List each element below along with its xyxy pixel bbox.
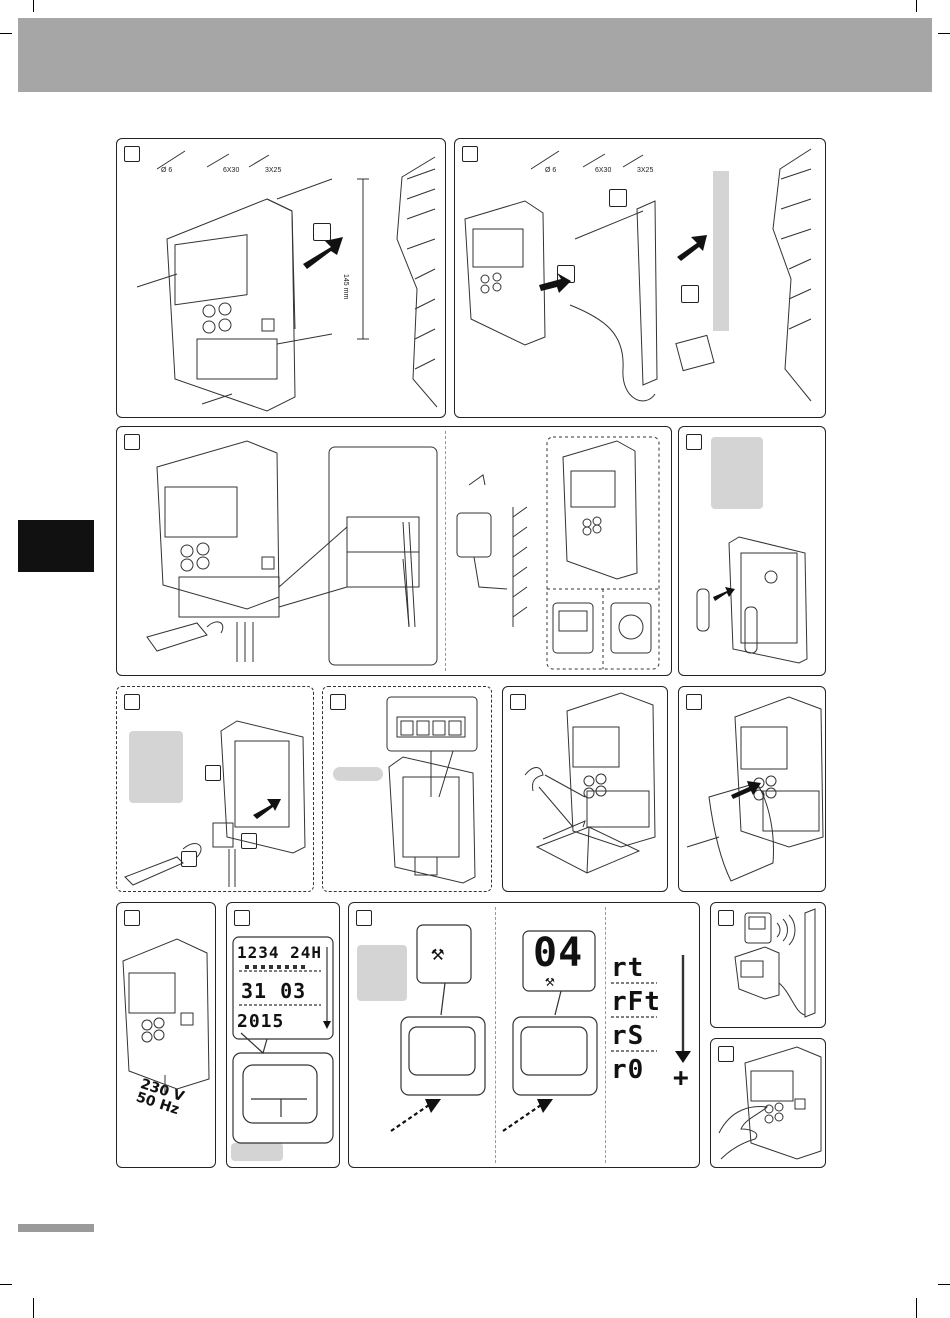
crop-mark [33,0,34,12]
step-panel-power: 230 V 50 Hz [116,902,216,1168]
step-panel-datetime: 1234 24H 31 03 2015 [226,902,340,1168]
step-panel-wiring [116,426,672,676]
cover-illustration [679,687,827,893]
step-panel-radio-link [710,902,826,1028]
menu-code: rFt [611,987,661,1017]
step-panel-thermostat-wiring [116,686,314,892]
menu-tools-icon: ⚒ [545,971,556,990]
menu-code: rt [611,953,644,983]
power-illustration [117,903,217,1169]
step-panel-batteries [678,426,826,676]
chapter-tab [18,520,94,572]
crop-mark [938,1284,950,1285]
pairing-illustration [711,1039,827,1169]
menu-code: r0 [611,1055,644,1085]
wall-mount-illustration [117,139,447,419]
display-days-clock: 1234 24H [237,943,322,962]
menu-code: rS [611,1021,644,1051]
manual-illustration [503,687,669,893]
display-year: 2015 [237,1011,284,1032]
step-panel-antenna-mount: Ø 6 6X30 3X25 [454,138,826,418]
step-panel-manual [502,686,668,892]
plus-sign: + [673,1063,690,1093]
step-panel-pairing [710,1038,826,1168]
crop-mark [33,1298,34,1318]
menu-value: 04 [533,931,583,975]
thermostat-wiring-illustration [117,687,315,893]
display-date: 31 03 [241,979,306,1003]
crop-mark [916,0,917,12]
step-panel-menu: ⚒ 04 ⚒ rt rFt rS r0 + [348,902,700,1168]
dip-switch-illustration [323,687,493,893]
page-footer-bar [18,1224,94,1232]
wiring-illustration [117,427,673,677]
crop-mark [0,33,12,34]
step-panel-dip-switch [322,686,492,892]
antenna-mount-illustration [455,139,827,419]
crop-mark [938,33,950,34]
header-bar [18,18,932,92]
crop-mark [916,1298,917,1318]
menu-tools-icon: ⚒ [431,941,445,966]
radio-link-illustration [711,903,827,1029]
battery-illustration [679,427,827,677]
step-panel-cover [678,686,826,892]
menu-illustration [349,903,701,1169]
crop-mark [0,1284,12,1285]
step-panel-wall-mount: Ø 6 6X30 3X25 145 mm [116,138,446,418]
